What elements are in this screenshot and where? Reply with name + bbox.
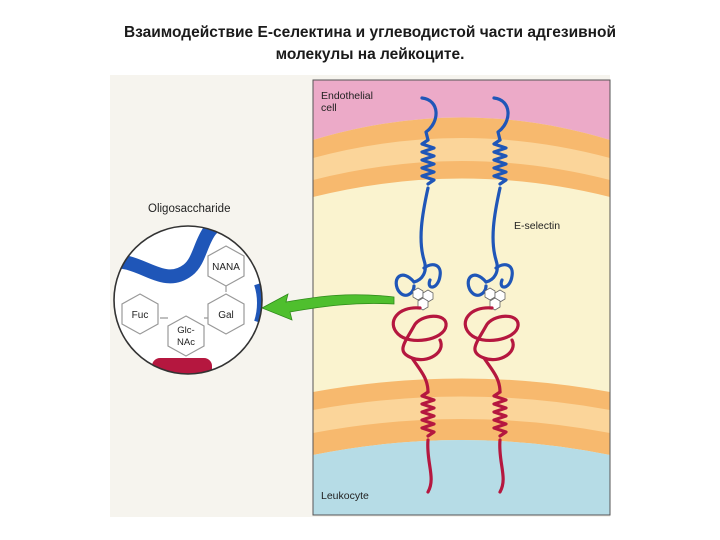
gal-label: Gal [218,310,234,321]
leukocyte-cell [313,440,610,515]
leukocyte-label: Leukocyte [321,490,369,502]
zoom-arrow [261,293,395,321]
e-selectin-molecule-right [466,96,514,297]
slide-title-line-2: молекулы на лейкоците. [275,46,465,63]
endothelial-membrane-band [313,138,610,180]
ligand-base-zoom [152,358,212,374]
endothelial-label-line-2: cell [321,102,337,114]
oligosaccharide-label: Oligosaccharide [148,203,230,215]
cell-interface-box [313,80,610,515]
ligand-molecule-right [463,306,520,494]
sugar-gal: Gal [207,293,245,335]
e-selectin-label: E-selectin [514,220,560,232]
ligand-molecule-left [391,306,448,494]
fuc-label: Fuc [132,310,149,321]
slide-title-line-1: Взаимодействие Е-селектина и углеводисто… [123,24,617,41]
slide-title: Взаимодействие Е-селектина и углеводисто… [60,22,680,66]
sugar-glcnac: Glc- NAc [167,315,205,357]
binding-sugars-left [412,287,434,311]
leukocyte-membrane-band [313,396,610,433]
nana-label: NANA [212,262,240,273]
binding-sugars-right [484,287,506,311]
oligosaccharide-magnified-view: NANA Gal Fuc Glc- NAc [113,225,263,375]
e-selectin-molecule-left [394,96,442,297]
sugar-fuc: Fuc [121,293,159,335]
glcnac-label-line-1: Glc- [177,325,194,336]
endothelial-cell [313,80,610,140]
selectin-strand-zoom [114,226,235,284]
endothelial-label-line-1: Endothelial [321,90,373,102]
glcnac-label-line-2: NAc [177,337,195,348]
sugar-nana: NANA [207,245,245,287]
selectin-edge-zoom [254,282,262,324]
